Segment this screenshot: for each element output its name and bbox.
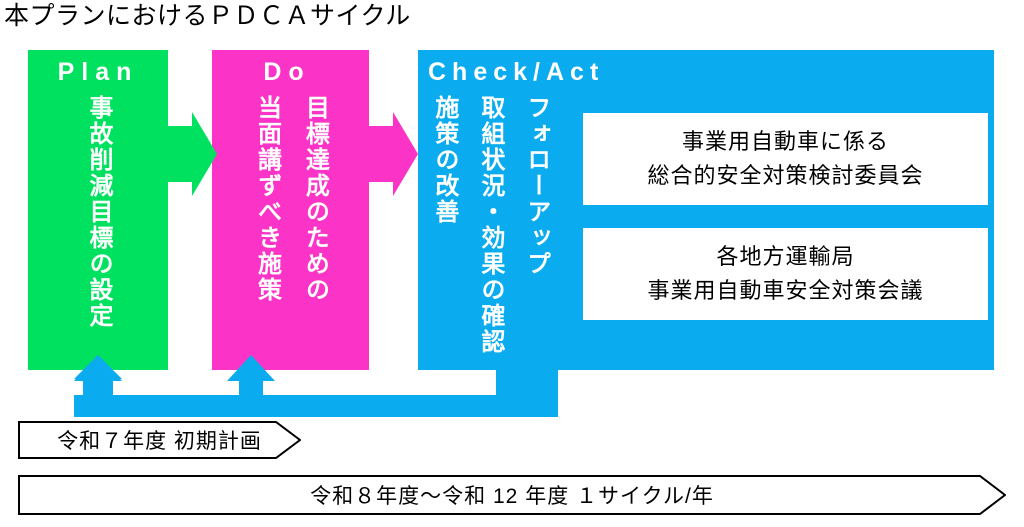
phase-text-columns-plan: 事故削減目標の設定: [28, 95, 168, 329]
timeline-banner-label: 令和７年度 初期計画: [57, 430, 262, 453]
timeline-banner-cycle-years: 令和８年度～令和 12 年度 １サイクル/年: [18, 475, 1006, 515]
vertical-text-column: 目標達成のための: [301, 95, 329, 303]
committee-line-2: 事業用自動車安全対策会議: [647, 278, 924, 303]
banner-arrow-shape: [18, 475, 1006, 515]
committee-line-1: 事業用自動車に係る: [681, 129, 889, 154]
vertical-text-column: 当面講ずべき施策: [253, 95, 281, 303]
committee-line-2: 総合的安全対策検討委員会: [647, 163, 924, 188]
phase-text-columns-do: 目標達成のための 当面講ずべき施策: [212, 95, 369, 303]
timeline-banner-initial-plan: 令和７年度 初期計画: [18, 421, 301, 459]
phase-box-plan: Plan 事故削減目標の設定: [28, 50, 168, 370]
phase-text-columns-check-act: フォローアップ 取組状況・効果の確認 施策の改善: [428, 95, 552, 355]
arrow-plan-to-do-icon: [168, 112, 217, 196]
vertical-text-column: 取組状況・効果の確認: [476, 95, 504, 355]
page-title: 本プランにおけるＰＤＣＡサイクル: [4, 2, 411, 30]
vertical-text-column: 施策の改善: [430, 95, 458, 225]
banner-arrow-shape: [18, 421, 301, 459]
vertical-text-column: フォローアップ: [522, 95, 550, 277]
committee-box-national: 事業用自動車に係る 総合的安全対策検討委員会: [583, 113, 988, 205]
committee-line-1: 各地方運輸局: [716, 244, 855, 269]
committee-box-regional: 各地方運輸局 事業用自動車安全対策会議: [583, 228, 988, 320]
phase-box-do: Do 目標達成のための 当面講ずべき施策: [212, 50, 369, 370]
arrow-do-to-check-icon: [369, 112, 418, 196]
phase-heading-plan: Plan: [57, 58, 139, 86]
vertical-text-column: 事故削減目標の設定: [84, 95, 112, 329]
phase-heading-do: Do: [263, 58, 311, 86]
phase-heading-check-act: Check/Act: [428, 58, 605, 86]
phase-box-check-act: Check/Act フォローアップ 取組状況・効果の確認 施策の改善: [418, 50, 994, 370]
timeline-banner-label: 令和８年度～令和 12 年度 １サイクル/年: [310, 485, 714, 508]
